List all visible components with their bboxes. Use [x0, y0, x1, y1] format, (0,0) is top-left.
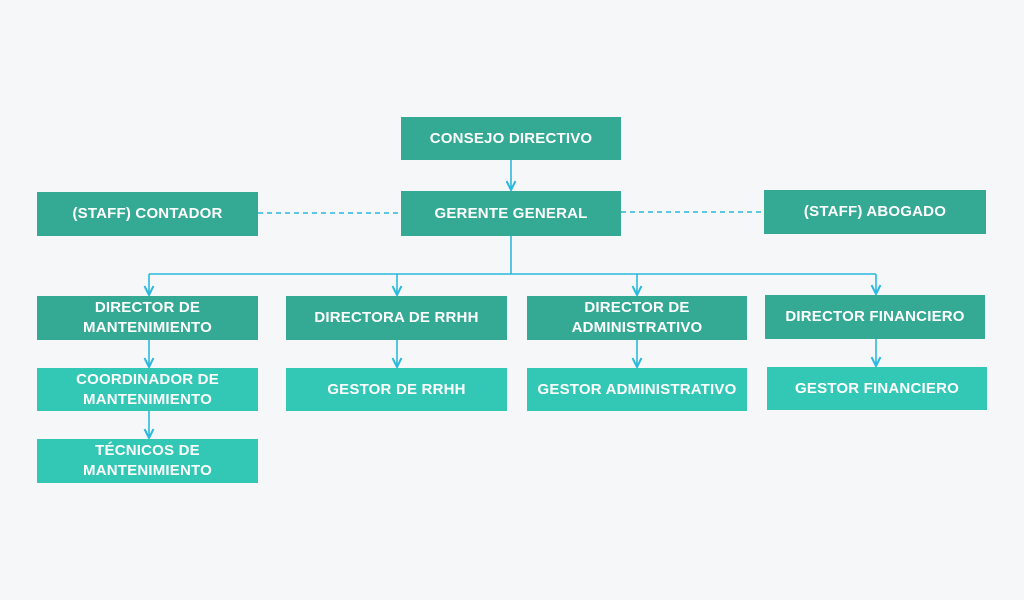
- node-gerente-general: GERENTE GENERAL: [401, 191, 621, 236]
- node-coordinador-mantenimiento-label: COORDINADOR DE MANTENIMIENTO: [76, 370, 219, 408]
- node-director-mantenimiento: DIRECTOR DE MANTENIMIENTO: [37, 296, 258, 340]
- node-director-administrativo-label: DIRECTOR DE ADMINISTRATIVO: [571, 299, 703, 336]
- node-gerente-general-label: GERENTE GENERAL: [434, 204, 588, 222]
- node-gestor-administrativo: GESTOR ADMINISTRATIVO: [527, 368, 747, 411]
- node-director-mantenimiento-label: DIRECTOR DE MANTENIMIENTO: [83, 299, 212, 336]
- node-tecnicos-mantenimiento-label: TÉCNICOS DE MANTENIMIENTO: [83, 442, 212, 479]
- node-gestor-rrhh: GESTOR DE RRHH: [286, 368, 507, 411]
- node-staff-contador-label: (STAFF) CONTADOR: [72, 205, 223, 222]
- node-staff-abogado: (STAFF) ABOGADO: [764, 190, 986, 234]
- node-staff-abogado-label: (STAFF) ABOGADO: [803, 203, 947, 220]
- node-consejo-directivo-label: CONSEJO DIRECTIVO: [429, 129, 593, 147]
- node-tecnicos-mantenimiento: TÉCNICOS DE MANTENIMIENTO: [37, 439, 258, 483]
- node-gestor-financiero: GESTOR FINANCIERO: [767, 367, 987, 410]
- node-director-financiero: DIRECTOR FINANCIERO: [765, 295, 985, 339]
- node-staff-contador: (STAFF) CONTADOR: [37, 192, 258, 236]
- node-director-administrativo: DIRECTOR DE ADMINISTRATIVO: [527, 296, 747, 340]
- node-gestor-financiero-label: GESTOR FINANCIERO: [795, 379, 959, 397]
- node-director-financiero-label: DIRECTOR FINANCIERO: [785, 308, 965, 325]
- node-directora-rrhh: DIRECTORA DE RRHH: [286, 296, 507, 340]
- node-directora-rrhh-label: DIRECTORA DE RRHH: [314, 309, 479, 326]
- node-gestor-rrhh-label: GESTOR DE RRHH: [327, 380, 466, 398]
- node-coordinador-mantenimiento: COORDINADOR DE MANTENIMIENTO: [37, 368, 258, 411]
- node-consejo-directivo: CONSEJO DIRECTIVO: [401, 117, 621, 160]
- node-gestor-administrativo-label: GESTOR ADMINISTRATIVO: [537, 380, 737, 398]
